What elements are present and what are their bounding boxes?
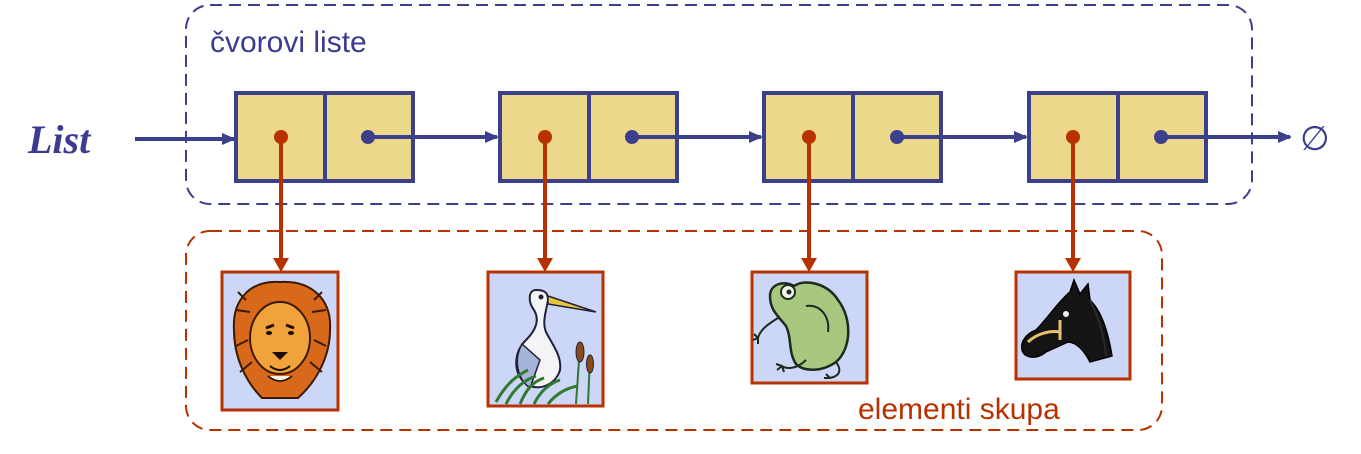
next-pointer-dot-3 <box>890 130 904 144</box>
heron-icon <box>494 288 597 405</box>
lion-icon <box>232 280 332 399</box>
element-horse <box>1014 270 1132 381</box>
next-pointer-dot-1 <box>361 130 375 144</box>
frog-icon <box>752 281 850 379</box>
list-pointer-label: List <box>27 117 92 162</box>
element-pointer-dot-4 <box>1066 130 1080 144</box>
element-pointer-dot-3 <box>802 130 816 144</box>
next-pointer-dot-2 <box>625 130 639 144</box>
element-pointer-dot-1 <box>274 130 288 144</box>
element-frog <box>750 270 869 385</box>
element-links <box>273 130 1081 272</box>
elements-group-frame <box>185 230 1163 431</box>
null-symbol: ∅ <box>1300 119 1330 159</box>
next-pointer-dot-4 <box>1154 130 1168 144</box>
elements-group-label: elementi skupa <box>858 393 1060 426</box>
nodes-group-label: čvorovi liste <box>210 26 367 59</box>
element-lion <box>220 270 340 412</box>
nodes-group-frame <box>185 4 1253 205</box>
element-pointer-dot-2 <box>538 130 552 144</box>
element-heron <box>486 270 605 408</box>
next-links <box>361 130 1292 144</box>
horse-icon <box>1020 277 1113 363</box>
